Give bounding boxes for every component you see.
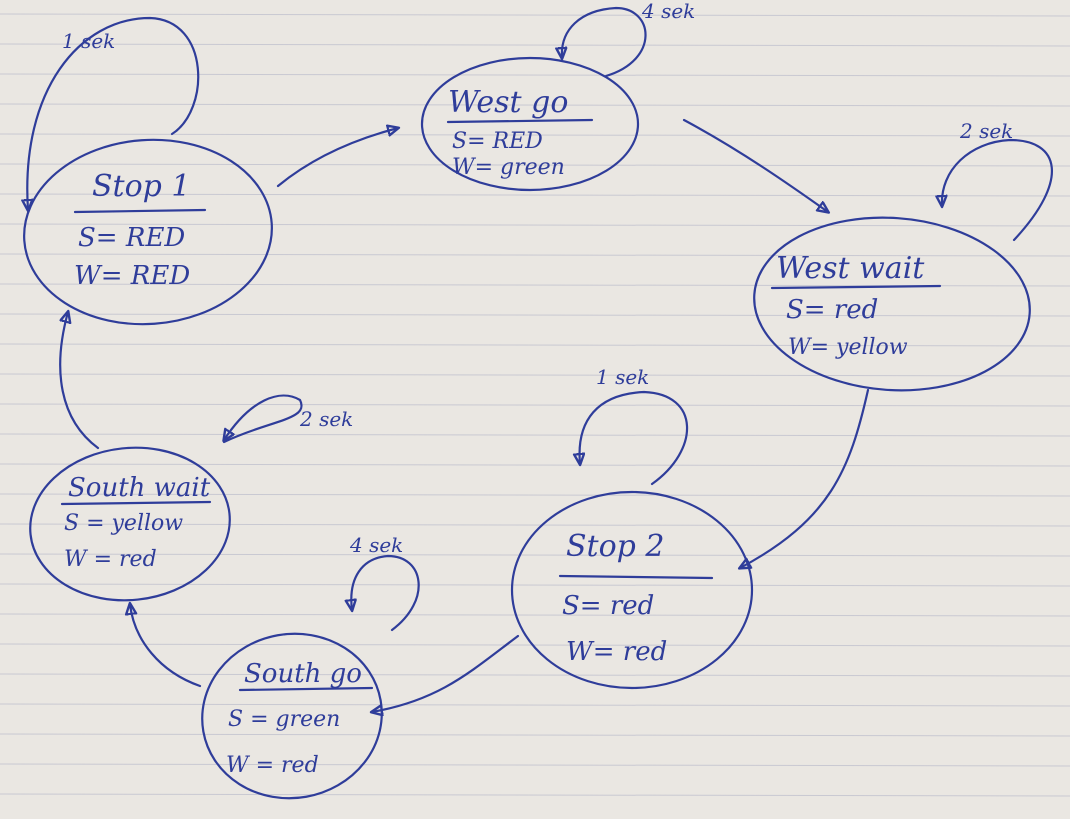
state-south-wait-title: South wait [68,473,211,503]
state-west-wait-south: S= red [786,295,878,325]
paper-rule-line [0,493,1070,497]
state-south-go-title: South go [244,659,362,689]
paper-rule-line [0,313,1070,317]
loop-west-go-label: 4 sek [641,0,695,23]
state-west-go: West go S= RED W= green [420,56,640,192]
state-stop-2-south: S= red [562,591,654,621]
paper-rule-line [0,673,1070,677]
paper-rule-line [0,343,1070,347]
transition-southgo-to-southwait [130,604,202,688]
state-stop-2: Stop 2 S= red W= red [510,490,754,690]
loop-west-wait-label: 2 sek [959,119,1013,143]
loop-south-wait-label: 2 sek [299,407,353,431]
state-stop-1-title: Stop 1 [92,169,191,204]
paper-rule-line [0,763,1070,767]
state-stop-2-title: Stop 2 [566,529,665,564]
state-stop-1: Stop 1 S= RED W= RED [23,138,273,326]
paper-rule-line [0,433,1070,437]
paper-rule-line [0,223,1070,227]
paper-rule-line [0,583,1070,587]
paper-rule-line [0,373,1070,377]
state-south-wait-west: W = red [64,547,157,572]
loop-stop-1 [27,16,200,210]
paper-rule-line [0,403,1070,407]
paper-rule-line [0,73,1070,77]
state-stop-2-west: W= red [566,637,667,667]
paper-rule-line [0,163,1070,167]
loop-stop-2 [580,390,689,486]
paper-rules [0,13,1070,797]
paper-rule-line [0,523,1070,527]
loop-stop-2-label: 1 sek [596,365,649,389]
loop-south-wait [224,394,303,444]
transition-westwait-to-stop2 [740,388,870,568]
state-west-wait: West wait S= red W= yellow [753,216,1031,392]
paper-rule-line [0,103,1070,107]
paper-rule-line [0,253,1070,257]
paper-rule-line [0,703,1070,707]
state-west-wait-west: W= yellow [788,335,908,360]
paper-rule-line [0,733,1070,737]
paper-rule-line [0,643,1070,647]
transition-southwait-to-stop1 [59,312,100,450]
state-south-go: South go S = green W = red [201,632,383,800]
state-west-go-west: W= green [452,155,565,180]
paper-rule-line [0,133,1070,137]
state-south-wait-south: S = yellow [64,511,183,536]
paper-rule-line [0,13,1070,17]
state-west-wait-title: West wait [776,251,925,286]
loop-west-wait [942,138,1053,242]
state-stop-1-west: W= RED [74,261,190,291]
paper-rule-line [0,793,1070,797]
paper-rule-line [0,193,1070,197]
loop-south-go-label: 4 sek [349,533,403,557]
state-south-wait: South wait S = yellow W = red [29,446,231,602]
state-stop-1-south: S= RED [78,223,185,253]
state-west-go-south: S= RED [452,129,543,154]
transition-stop2-to-southgo [372,634,520,712]
state-south-go-west: W = red [226,753,319,778]
loop-south-go [351,554,420,632]
paper-rule-line [0,613,1070,617]
state-west-go-title: West go [448,85,568,120]
state-south-go-south: S = green [228,707,340,732]
loop-stop-1-label: 1 sek [62,29,115,53]
transition-stop1-to-westgo [276,128,398,188]
paper-rule-line [0,463,1070,467]
loop-west-go [562,6,647,78]
paper-rule-line [0,43,1070,47]
transition-westgo-to-westwait [682,118,828,212]
paper-rule-line [0,553,1070,557]
